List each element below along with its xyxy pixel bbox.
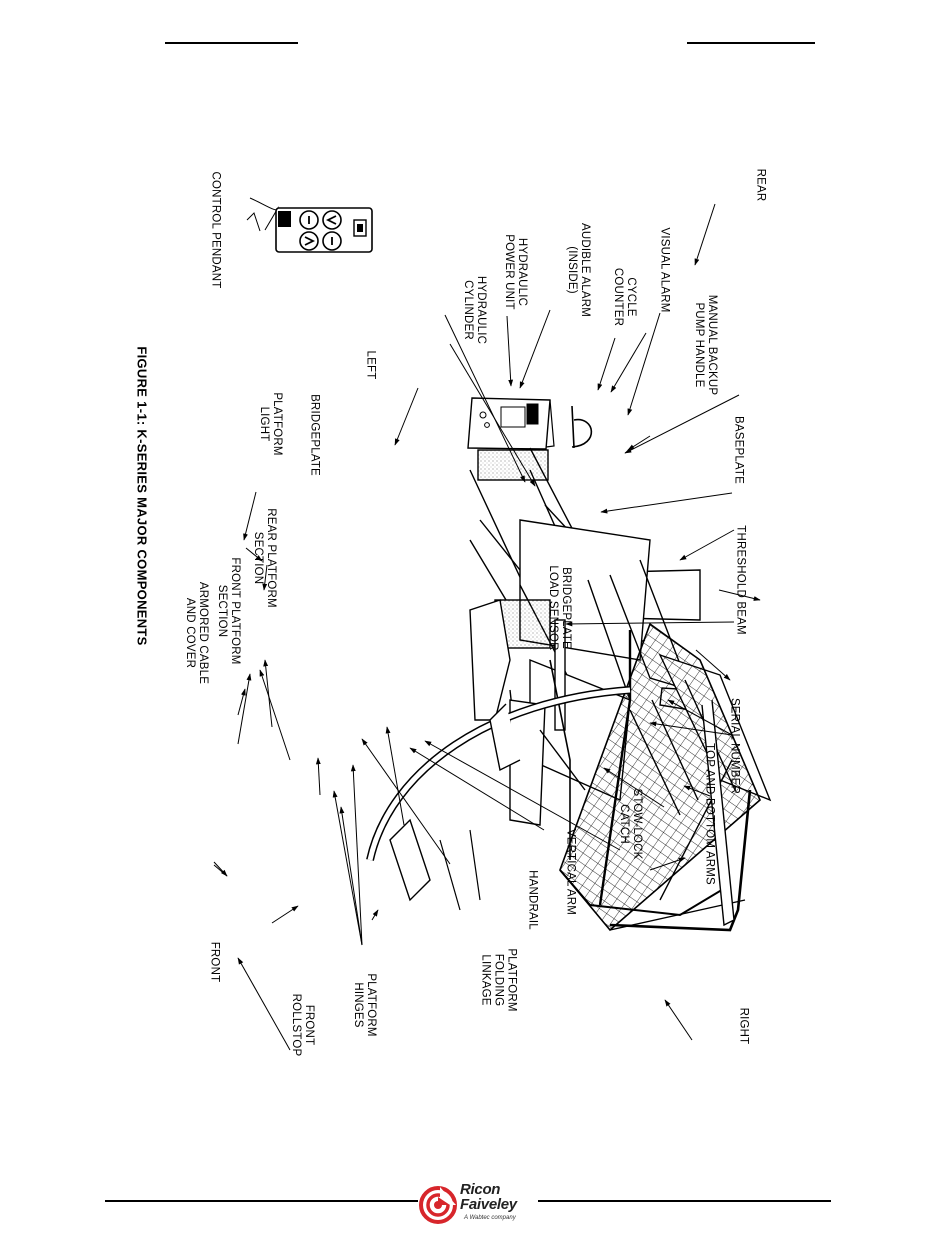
brand-tagline: A Wabtec company: [464, 1215, 516, 1221]
label-front: FRONT: [208, 941, 221, 983]
brand-name-faiveley: Faiveley: [460, 1196, 517, 1213]
label-handrail: HANDRAIL: [526, 870, 539, 930]
label-audible-alarm: AUDIBLE ALARM(INSIDE): [566, 223, 591, 317]
header-rule-left: [165, 42, 298, 44]
label-rear: REAR: [754, 168, 767, 202]
label-left: LEFT: [364, 350, 377, 380]
footer-rule-left: [105, 1200, 418, 1202]
label-right: RIGHT: [737, 1007, 750, 1045]
brand-name-ricon: Ricon: [460, 1181, 501, 1198]
label-serial-number: SERIAL NUMBER: [728, 697, 741, 795]
footer-rule-right: [538, 1200, 831, 1202]
label-baseplate: BASEPLATE: [732, 415, 745, 485]
control-pendant-drawing: [246, 197, 373, 253]
pendant-up-icon: [304, 236, 316, 246]
label-bridgeplate: BRIDGEPLATE: [308, 394, 321, 476]
lift-frame-drawing: [366, 447, 772, 932]
figure-caption: FIGURE 1-1: K-SERIES MAJOR COMPONENTS: [134, 346, 150, 646]
leader-lines: [213, 203, 761, 1051]
pendant-down-icon: [325, 215, 337, 225]
label-top-bottom-arms: TOP AND BOTTOM ARMS: [703, 743, 716, 885]
header-rule-right: [687, 42, 815, 44]
label-threshold-beam: THRESHOLD BEAM: [734, 525, 747, 635]
label-control-pendant: CONTROL PENDANT: [209, 171, 222, 289]
hydraulic-power-unit-drawing: [467, 397, 593, 450]
label-vertical-arm: VERTICAL ARM: [564, 828, 577, 916]
brand-logo: Ricon Faiveley A Wabtec company: [418, 1181, 540, 1227]
label-visual-alarm: VISUAL ALARM: [658, 227, 671, 313]
logo-mark-icon: [419, 1186, 457, 1224]
